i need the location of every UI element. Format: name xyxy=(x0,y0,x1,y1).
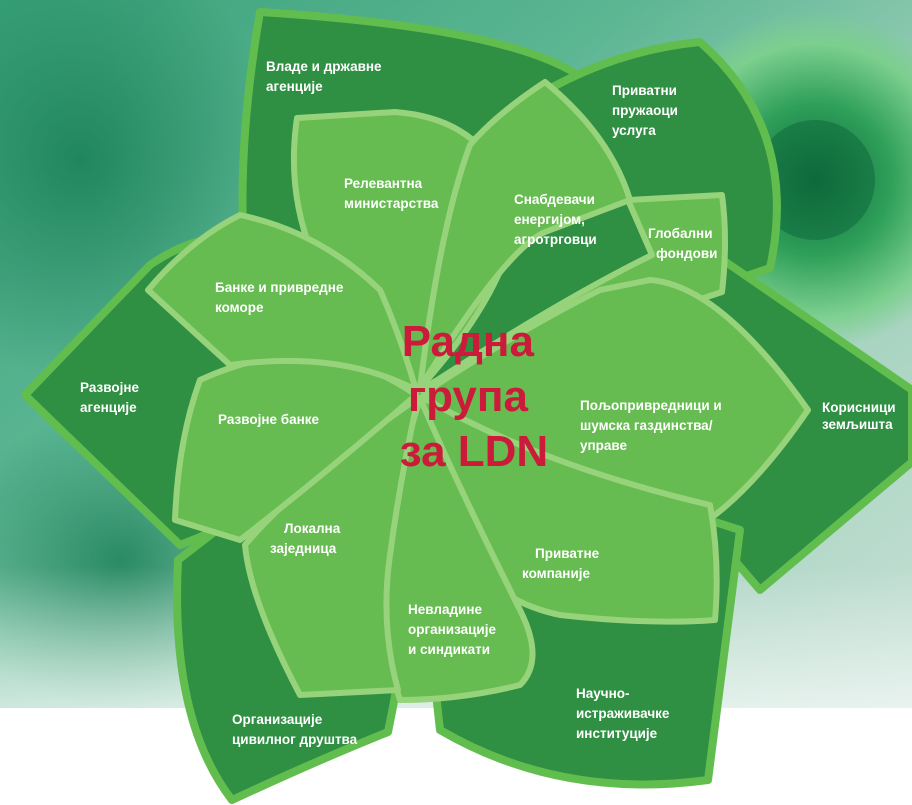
label-vlade: Владе и државне агенције xyxy=(266,59,385,94)
inner-petals xyxy=(145,79,811,703)
label-korisnici: Корисници земљишта xyxy=(822,400,899,432)
label-snabdevaci: Снабдевачи енергијом, агротрговци xyxy=(514,192,599,247)
label-privatni-pruzaoci: Приватни пружаоци услуга xyxy=(612,83,682,138)
label-razvojne-banke: Развојне банке xyxy=(218,412,319,427)
label-nevladine: Невладине организације и синдикати xyxy=(408,602,500,657)
label-naucno: Научно- истраживачке институције xyxy=(576,686,673,741)
label-poljoprivrednici: Пољопривредници и шумска газдинства/ упр… xyxy=(580,398,725,453)
label-globalni: Глобални фондови xyxy=(648,226,717,261)
label-razvojne-agencije: Развојне агенције xyxy=(80,380,143,415)
inner-petal-banke xyxy=(145,212,419,393)
inner-petal-snabdevaci xyxy=(417,79,633,391)
center-title: Радна група за LDN xyxy=(400,317,548,476)
label-privatne-kompanije: Приватне компаније xyxy=(522,546,603,581)
label-lokalna: Локална заједница xyxy=(270,521,344,556)
label-ministarstva: Релевантна министарства xyxy=(344,176,439,211)
label-banke: Банке и привредне коморе xyxy=(215,280,347,315)
label-civilno: Организације цивилног друштва xyxy=(232,712,358,747)
